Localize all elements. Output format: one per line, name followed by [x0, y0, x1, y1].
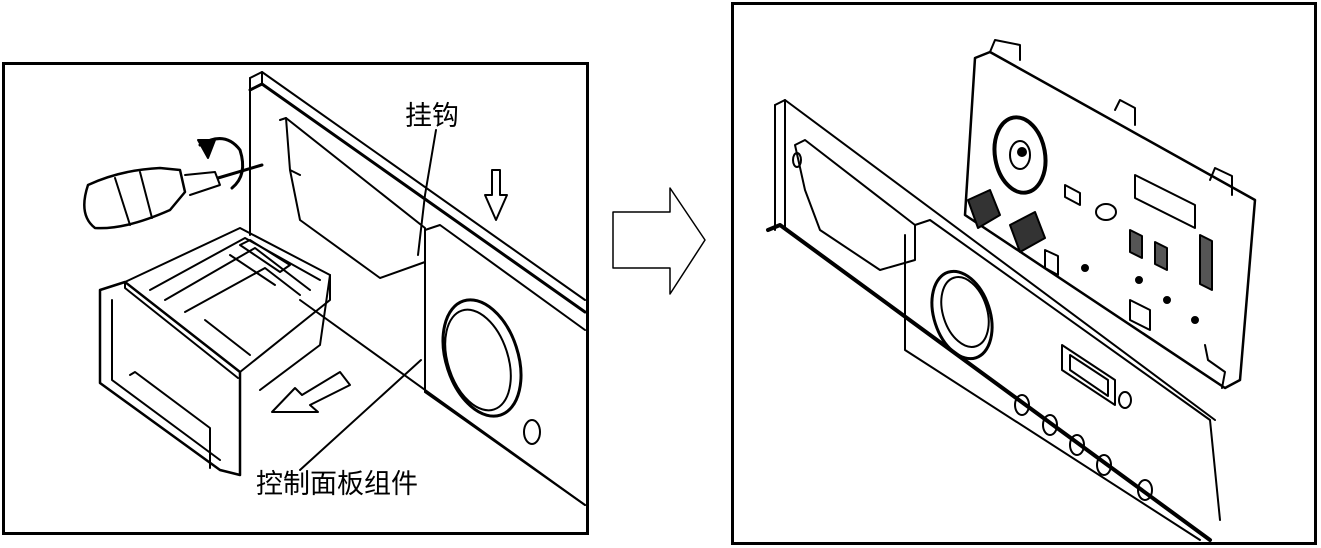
control-pcb: [963, 39, 1257, 390]
hook-label: 挂钩: [405, 101, 459, 132]
down-arrow-icon: [484, 169, 508, 221]
right-arrow-icon: [612, 187, 706, 295]
left-front-panel: [248, 71, 587, 506]
control-leader-line: [299, 359, 422, 471]
control-panel-assembly-label: 控制面板组件: [256, 469, 418, 500]
hook-leader-line: [417, 129, 437, 256]
right-front-panel: [766, 99, 1221, 542]
pull-arrow-icon: [271, 371, 351, 413]
right-illustration-frame: [731, 2, 1317, 545]
detergent-drawer: [98, 227, 331, 477]
screwdriver-icon: [83, 137, 264, 230]
